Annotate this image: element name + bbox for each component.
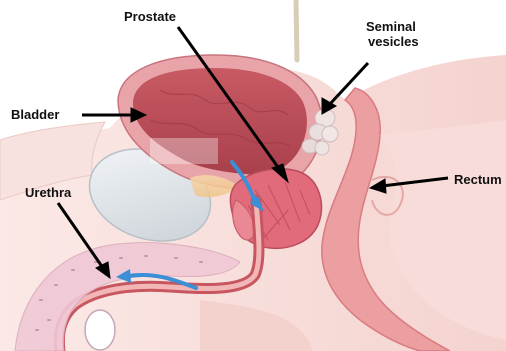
tube — [296, 0, 297, 60]
label-urethra: Urethra — [25, 185, 71, 200]
label-bladder: Bladder — [11, 107, 59, 122]
label-rectum: Rectum — [454, 172, 502, 187]
label-seminal-vesicles: Seminal vesicles — [366, 19, 419, 49]
label-prostate: Prostate — [124, 9, 176, 24]
cutaway-plane — [150, 138, 218, 164]
label-seminal-line1: Seminal — [366, 19, 419, 34]
label-seminal-line2: vesicles — [366, 34, 419, 49]
corpus-section — [85, 310, 115, 350]
